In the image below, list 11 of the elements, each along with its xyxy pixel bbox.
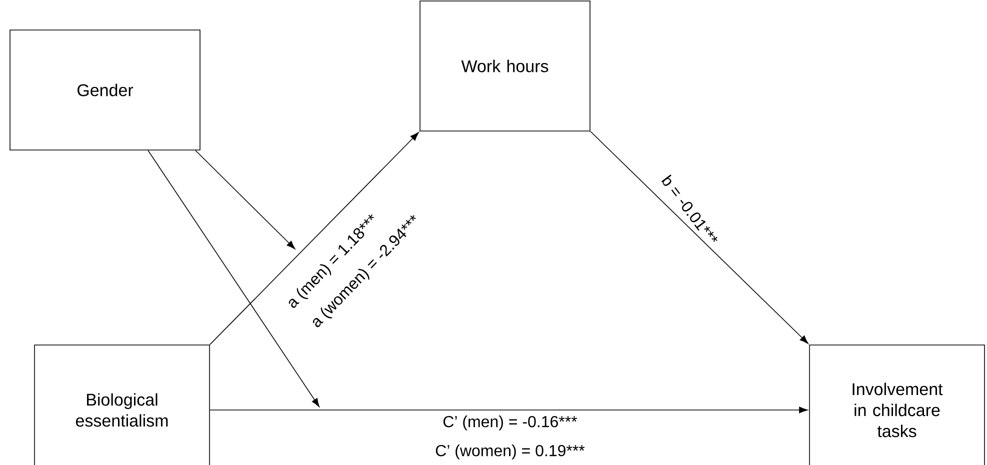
arrow	[148, 150, 320, 407]
box: Involvement in childcare tasks	[809, 344, 985, 465]
arrow	[590, 130, 808, 344]
edge-label: C’ (men) = -0.16***	[443, 416, 578, 430]
arrow	[195, 150, 296, 250]
arrow	[210, 132, 419, 345]
box: Work hours	[420, 0, 590, 132]
coefficient-label: C’ (women) = 0.19***	[436, 444, 585, 460]
arrow	[210, 406, 808, 414]
box: Biological essentialism	[34, 344, 210, 465]
box: Gender	[10, 30, 200, 150]
